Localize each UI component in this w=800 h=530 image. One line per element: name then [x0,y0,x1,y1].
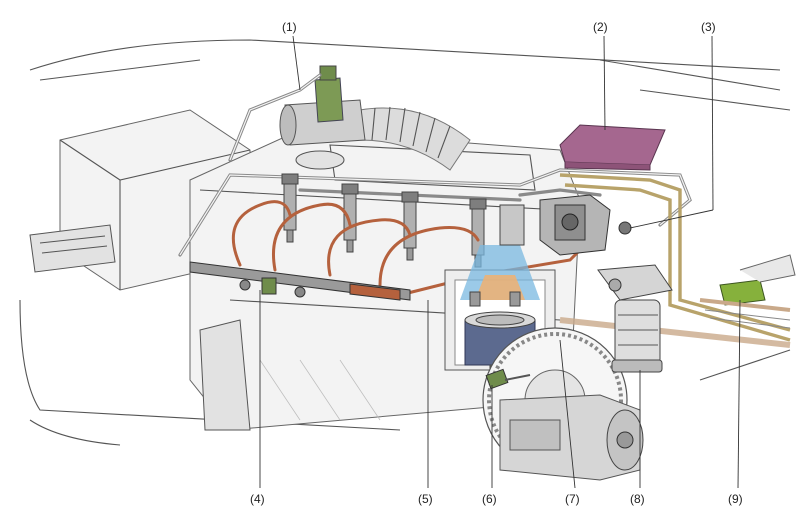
air-mass-meter [279,65,366,146]
fuel-filter [597,264,673,373]
label-7: (7) [565,492,580,506]
fuel-lines [559,173,791,348]
high-pressure-pump [499,194,632,256]
crankshaft-sensor [485,368,531,390]
accelerator-pedal-sensor [699,254,796,329]
label-9: (9) [728,492,743,506]
label-4: (4) [250,492,265,506]
leader-lines [259,35,741,489]
label-8: (8) [630,492,645,506]
engine-control-unit [559,124,666,171]
label-6: (6) [482,492,497,506]
vehicle-body-outline [19,39,791,446]
label-2: (2) [593,20,608,34]
starter-motor [499,394,644,481]
label-5: (5) [418,492,433,506]
intake-hose [359,106,471,171]
label-3: (3) [701,20,716,34]
common-rail [189,261,411,301]
label-1: (1) [282,20,297,34]
